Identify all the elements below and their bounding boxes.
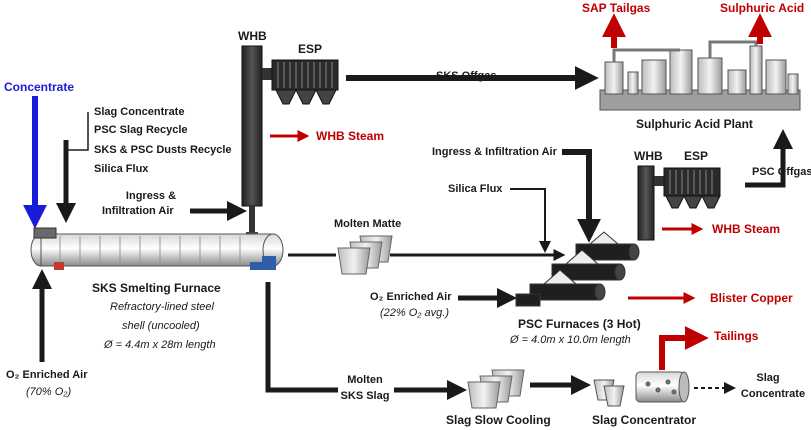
acid-plant-label: Sulphuric Acid Plant — [636, 117, 753, 131]
esp-2 — [654, 167, 721, 209]
sap-tailgas-label: SAP Tailgas — [582, 1, 651, 15]
esp-2-label: ESP — [684, 149, 709, 163]
slag-concentrator — [593, 371, 690, 407]
matte-ladles — [337, 235, 393, 275]
whb-1 — [241, 45, 263, 238]
slag-concentrator-label: Slag Concentrator — [592, 413, 697, 427]
sks-furnace-label: SKS Smelting Furnace — [92, 281, 221, 295]
feed-slag-concentrate: Slag Concentrate — [94, 106, 185, 118]
feed-psc-slag-recycle: PSC Slag Recycle — [94, 124, 188, 136]
whb-steam-1-label: WHB Steam — [316, 129, 385, 143]
sks-offgas-label: SKS Offgas — [436, 70, 497, 82]
esp-1-label: ESP — [298, 42, 323, 56]
o2-air-1-note: (70% O₂) — [26, 386, 72, 398]
ingress-air-1-line1: Ingress & — [125, 190, 177, 202]
o2-air-2-label: O₂ Enriched Air — [370, 291, 452, 303]
whb-steam-2-label: WHB Steam — [712, 222, 781, 236]
psc-offgas-arrow — [745, 129, 793, 188]
o2-air-2-note: (22% O₂ avg.) — [380, 307, 449, 319]
sks-desc-1: Refractory-lined steel — [110, 301, 214, 313]
sks-desc-2: shell (uncooled) — [122, 320, 200, 332]
sulphuric-acid-plant — [599, 40, 801, 111]
esp-1 — [262, 59, 339, 105]
silica-flux-arrow — [510, 188, 551, 253]
ingress-air-arrow-2 — [562, 149, 601, 243]
sulphuric-acid-label: Sulphuric Acid — [720, 1, 805, 15]
sks-furnace — [30, 227, 284, 270]
molten-sks-slag-1: Molten — [347, 374, 383, 386]
molten-matte-label: Molten Matte — [334, 218, 402, 230]
psc-furnaces-label: PSC Furnaces (3 Hot) — [518, 317, 641, 331]
molten-sks-slag-2: SKS Slag — [340, 390, 390, 402]
psc-offgas-label: PSC Offgas — [752, 166, 811, 178]
slag-cooling-ladles — [467, 369, 525, 409]
tailings-arrow — [659, 326, 709, 370]
slag-concentrate-1: Slag — [756, 372, 780, 384]
whb-2 — [637, 165, 655, 241]
feed-dusts-recycle: SKS & PSC Dusts Recycle — [94, 144, 232, 156]
slag-concentrate-2: Concentrate — [740, 388, 806, 400]
feed-silica-flux: Silica Flux — [94, 163, 149, 175]
whb-1-label: WHB — [238, 29, 267, 43]
tailings-label: Tailings — [714, 329, 759, 343]
ingress-air-1-line2: Infiltration Air — [102, 205, 174, 217]
psc-furnaces — [515, 231, 640, 307]
silica-flux-2-label: Silica Flux — [448, 183, 503, 195]
whb-2-label: WHB — [634, 149, 663, 163]
ingress-air-2-label: Ingress & Infiltration Air — [432, 146, 557, 158]
blister-copper-label: Blister Copper — [710, 291, 793, 305]
feeds-bracket — [66, 112, 89, 151]
slag-line — [265, 282, 338, 393]
sks-desc-3: Ø = 4.4m x 28m length — [104, 339, 216, 351]
o2-air-1-label: O₂ Enriched Air — [6, 369, 88, 381]
concentrate-label: Concentrate — [4, 80, 75, 94]
slag-slow-cooling-label: Slag Slow Cooling — [446, 413, 551, 427]
psc-desc: Ø = 4.0m x 10.0m length — [510, 334, 631, 346]
